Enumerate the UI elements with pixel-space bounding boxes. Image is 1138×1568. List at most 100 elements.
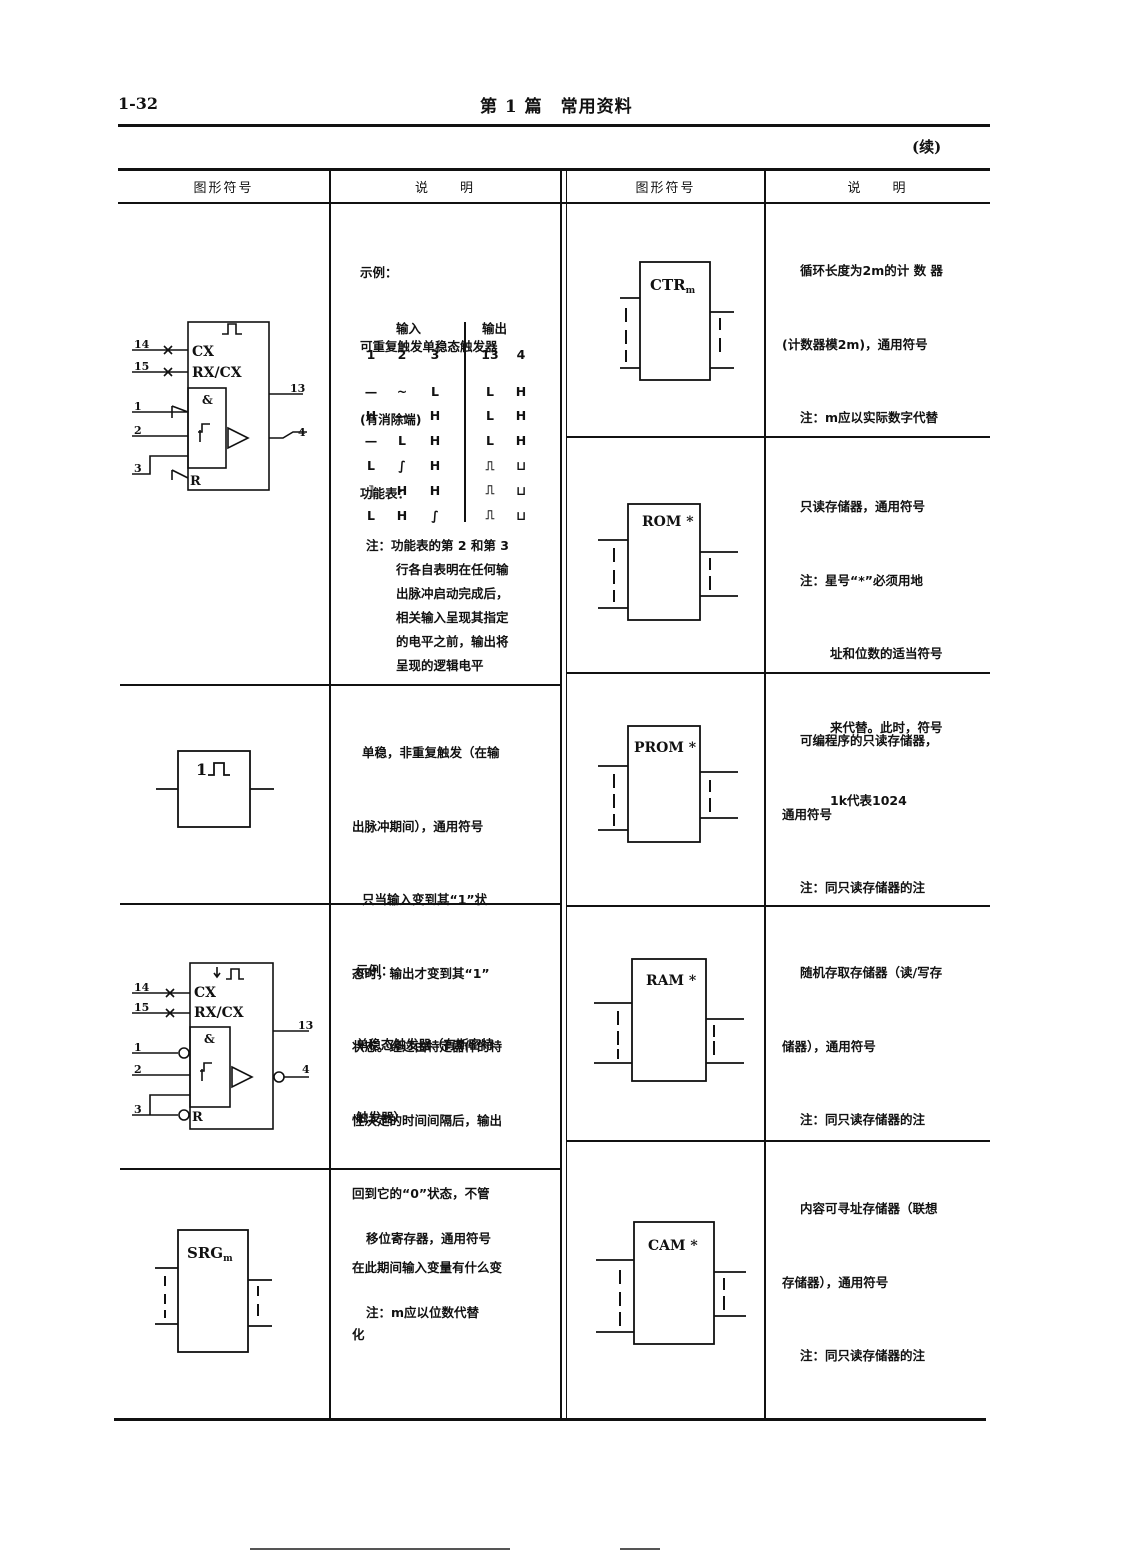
desc-line: 址和位数的适当符号 <box>830 646 943 661</box>
pin-3-label: 3 <box>134 462 142 475</box>
ft-col: 2 <box>397 346 407 362</box>
ft-cell: ⊔ <box>516 507 526 523</box>
right-row-separator <box>567 436 990 438</box>
ft-cell: ⎍ <box>485 507 495 523</box>
desc-line: 态时，输出才变到其“1” <box>352 965 490 981</box>
column-header-left-desc: 说 明 <box>414 181 475 196</box>
desc-line: 注：m应以位数代替 <box>366 1304 480 1320</box>
note-line: 的电平之前，输出将 <box>396 634 509 649</box>
ft-cell: ∫ <box>431 507 439 523</box>
ft-cell: H <box>396 482 408 498</box>
pin-3-label: 3 <box>134 1103 142 1116</box>
pin-4-label: 4 <box>298 426 306 439</box>
ft-cell: ⟧ <box>367 482 375 498</box>
pin-14-label: 14 <box>134 338 150 351</box>
ft-col: 1 <box>366 346 376 362</box>
desc-line: 性决定的时间间隔后，输出 <box>352 1112 503 1128</box>
note-line: 出脉冲启动完成后， <box>396 586 509 601</box>
desc-line: 循环长度为2m的计 数 器 <box>800 263 943 278</box>
desc-line: 只当输入变到其“1”状 <box>362 892 488 907</box>
rom-symbol: ROM * <box>598 503 738 621</box>
ft-row: — L H L H <box>356 428 536 453</box>
desc-line: 注：同只读存储器的注 <box>800 1348 926 1363</box>
desc-line: 示例： <box>356 963 394 978</box>
ft-cell: L <box>486 383 494 399</box>
desc-line: 单稳态触发器（有斯密特 <box>356 1036 494 1052</box>
right-row2-description: 只读存储器，通用符号 注：星号“*”必须用地 址和位数的适当符号 来代替。此时，… <box>792 446 987 838</box>
right-row1-description: 循环长度为2m的计 数 器 (计数器模2m)，通用符号 注：m应以实际数字代替 <box>782 210 987 455</box>
left-row1-description: 示例： 可重复触发单稳态触发器 (有消除端) 功能表： <box>360 212 555 531</box>
left-row1-note: 注：功能表的第 2 和第 3 行各自表明在任何输 出脉冲启动完成后， 相关输入呈… <box>366 534 556 678</box>
ft-cell: ⎍ <box>485 482 495 498</box>
desc-line: 出脉冲期间），通用符号 <box>352 818 484 834</box>
left-row3-description: 示例： 单稳态触发器（有斯密特 触发器） <box>356 910 556 1155</box>
desc-line: 回到它的“0”状态，不管 <box>352 1186 490 1201</box>
rom-label: ROM * <box>642 514 694 530</box>
desc-line: 内容可寻址存储器（联想 <box>800 1201 938 1216</box>
pin-14-label: 14 <box>134 981 150 994</box>
ft-row: L H ∫ ⎍ ⊔ <box>356 503 536 528</box>
right-row-separator <box>567 905 990 907</box>
ram-label: RAM * <box>646 973 697 989</box>
ft-column-header-row: 1 2 3 13 4 <box>356 342 536 367</box>
monostable-schmitt-symbol: 14 15 1 2 3 13 4 CX RX/CX & R <box>132 962 313 1130</box>
shift-register-symbol: SRGm <box>155 1229 272 1353</box>
desc-line: 化 <box>352 1327 365 1342</box>
column-divider-3 <box>566 170 567 1418</box>
monostable-retriggerable-symbol: 14 15 1 2 3 13 4 CX RX/CX & R <box>132 321 307 491</box>
header-rule <box>118 124 990 127</box>
desc-line: (计数器模2m)，通用符号 <box>782 336 928 352</box>
left-row-separator <box>120 684 560 686</box>
reset-label: R <box>192 1110 203 1125</box>
desc-line: (有消除端) <box>360 412 422 427</box>
ram-symbol: RAM * <box>594 958 744 1082</box>
prom-label: PROM * <box>634 740 697 756</box>
column-divider-2 <box>560 170 562 1418</box>
pin-13-label: 13 <box>298 1019 313 1032</box>
table-header-rule <box>118 202 990 204</box>
ft-cell: L <box>367 507 375 523</box>
ft-cell: L <box>367 458 375 474</box>
cam-symbol: CAM * <box>596 1221 746 1345</box>
ft-row: H — H L H <box>356 404 536 429</box>
monostable-nonretriggerable-symbol: 1 <box>156 750 274 828</box>
ft-divider <box>464 322 466 522</box>
ft-cell: ⊔ <box>516 482 526 498</box>
ft-cell: ⎍ <box>485 457 495 473</box>
pin-2-label: 2 <box>134 1063 142 1076</box>
ft-group-header-input: 输入 <box>396 321 422 336</box>
right-row-separator <box>567 1140 990 1142</box>
ft-cell: H <box>396 507 408 523</box>
monostable-label: 1 <box>196 760 207 779</box>
right-row-separator <box>567 672 990 674</box>
srg-label-subscript: m <box>223 1254 233 1264</box>
pin-1-label: 1 <box>134 1041 142 1054</box>
desc-line: 注：m应以实际数字代替 <box>800 410 939 425</box>
desc-line: 注：同只读存储器的注 <box>800 880 926 895</box>
right-row4-description: 随机存取存储器（读/写存 储器），通用符号 注：同只读存储器的注 <box>782 912 987 1157</box>
reset-label: R <box>190 474 201 489</box>
ft-cell: H <box>365 408 377 424</box>
right-row5-description: 内容可寻址存储器（联想 存储器），通用符号 注：同只读存储器的注 <box>782 1148 987 1393</box>
note-line: 行各自表明在任何输 <box>396 562 509 577</box>
ft-cell: ~ <box>396 383 408 399</box>
column-header-left-symbol: 图形符号 <box>193 181 254 196</box>
ft-cell: H <box>515 433 527 449</box>
prom-symbol: PROM * <box>598 725 738 843</box>
ft-cell: — <box>395 408 409 424</box>
desc-line: 只读存储器，通用符号 <box>800 499 926 514</box>
pin-2-label: 2 <box>134 424 142 437</box>
counter-symbol: CTRm <box>620 261 734 381</box>
ft-col: 4 <box>516 346 526 362</box>
continued-label: (续) <box>912 138 942 156</box>
ft-cell: L <box>486 433 494 449</box>
ft-col: 3 <box>430 346 440 362</box>
desc-line: 可重复触发单稳态触发器 <box>360 338 498 354</box>
srg-label-main: SRG <box>187 1244 223 1262</box>
desc-line: 注：同只读存储器的注 <box>800 1112 926 1127</box>
note-line: 注：功能表的第 2 和第 3 <box>366 538 509 553</box>
footer-scan-mark <box>620 1548 660 1550</box>
rxcx-label: RX/CX <box>194 1005 244 1021</box>
desc-line: 在此期间输入变量有什么变 <box>352 1259 503 1275</box>
ctr-label-subscript: m <box>686 286 696 296</box>
